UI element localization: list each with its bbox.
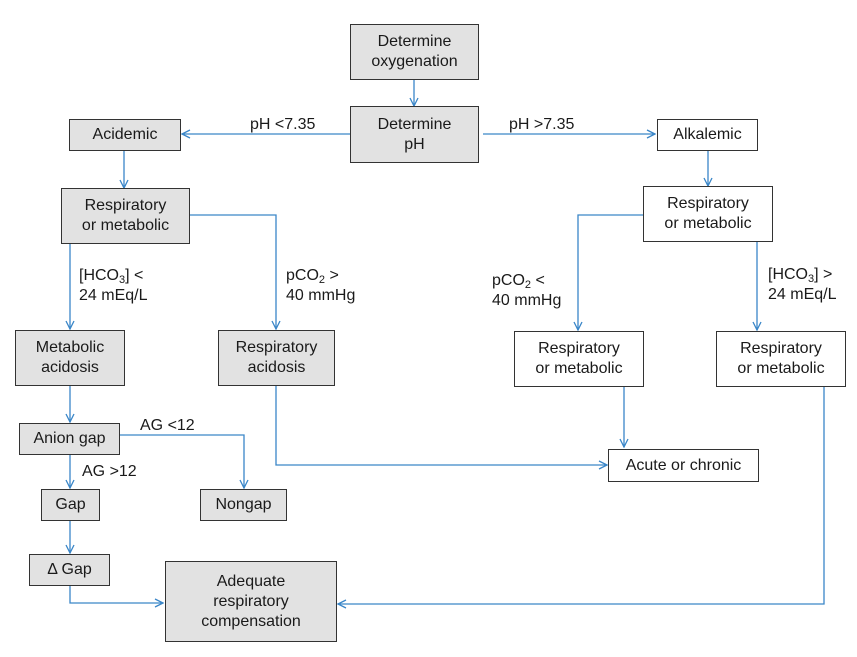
- respiratory-acidosis-box: Respiratory acidosis: [218, 330, 335, 386]
- alkalemic-box: Alkalemic: [657, 119, 758, 151]
- metabolic-acidosis-box: Metabolic acidosis: [15, 330, 125, 386]
- acute-or-chronic-box: Acute or chronic: [608, 449, 759, 482]
- arrow-resp-alk-b-to-compensation: [338, 386, 825, 604]
- pco2-low-label: pCO2 < 40 mmHg: [492, 271, 561, 311]
- determine-oxygenation-box: Determine oxygenation: [350, 24, 479, 80]
- hco3-high-label-subscript: 3: [808, 273, 815, 285]
- hco3-low-label-value: 24 mEq/L: [79, 287, 148, 304]
- hco3-low-label-text-b: ] <: [125, 267, 144, 284]
- ph-high-label: pH >7.35: [509, 116, 575, 133]
- hco3-low-label-subscript: 3: [119, 274, 126, 286]
- ag-high-label: AG >12: [82, 463, 137, 480]
- hco3-high-label: [HCO3] > 24 mEq/L: [768, 265, 836, 305]
- respiratory-or-metabolic-right-box: Respiratory or metabolic: [643, 186, 773, 242]
- pco2-high-label-text-b: >: [325, 267, 339, 284]
- pco2-low-label-value: 40 mmHg: [492, 292, 562, 309]
- arrow-delta-gap-to-compensation: [69, 586, 163, 603]
- hco3-high-label-text-b: ] >: [814, 266, 833, 283]
- nongap-box: Nongap: [200, 489, 287, 521]
- hco3-low-label-text-a: [HCO: [79, 267, 119, 284]
- acidemic-box: Acidemic: [69, 119, 181, 151]
- arrow-rom-to-resp-alk-a: [578, 214, 643, 330]
- ag-low-label: AG <12: [140, 417, 195, 434]
- anion-gap-box: Anion gap: [19, 423, 120, 455]
- respiratory-or-metabolic-alkalosis-b-box: Respiratory or metabolic: [716, 331, 846, 387]
- arrow-rom-to-respiratory-acidosis: [190, 214, 276, 329]
- hco3-low-label: [HCO3] < 24 mEq/L: [79, 266, 147, 306]
- pco2-low-label-text-a: pCO: [492, 272, 525, 289]
- pco2-high-label-value: 40 mmHg: [286, 287, 356, 304]
- arrow-anion-gap-to-nongap: [120, 434, 244, 488]
- arrow-respiratory-acidosis-to-acute: [275, 386, 607, 465]
- determine-ph-box: Determine pH: [350, 106, 479, 163]
- respiratory-or-metabolic-alkalosis-a-box: Respiratory or metabolic: [514, 331, 644, 387]
- pco2-high-label: pCO2 > 40 mmHg: [286, 266, 355, 306]
- pco2-high-label-text-a: pCO: [286, 267, 319, 284]
- pco2-low-label-text-b: <: [531, 272, 545, 289]
- adequate-respiratory-compensation-box: Adequate respiratory compensation: [165, 561, 337, 642]
- hco3-high-label-text-a: [HCO: [768, 266, 808, 283]
- ph-low-label: pH <7.35: [250, 116, 316, 133]
- delta-gap-box: Δ Gap: [29, 554, 110, 586]
- gap-box: Gap: [41, 489, 100, 521]
- pco2-high-label-subscript: 2: [318, 274, 326, 286]
- pco2-low-label-subscript: 2: [524, 279, 532, 291]
- hco3-high-label-value: 24 mEq/L: [768, 286, 837, 303]
- respiratory-or-metabolic-left-box: Respiratory or metabolic: [61, 188, 190, 244]
